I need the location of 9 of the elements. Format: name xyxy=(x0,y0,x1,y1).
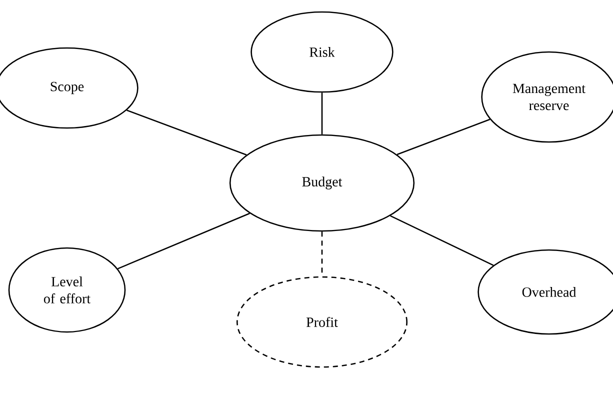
connector-line xyxy=(126,110,247,156)
connector-line xyxy=(118,212,250,270)
connector-line xyxy=(321,92,323,134)
ellipse-node: Level of effort xyxy=(8,247,126,333)
connector-line xyxy=(390,215,494,266)
connector-line xyxy=(396,118,490,156)
ellipse-node: Profit xyxy=(236,276,408,368)
ellipse-node: Budget xyxy=(229,134,415,232)
ellipse-node: Risk xyxy=(250,11,394,93)
